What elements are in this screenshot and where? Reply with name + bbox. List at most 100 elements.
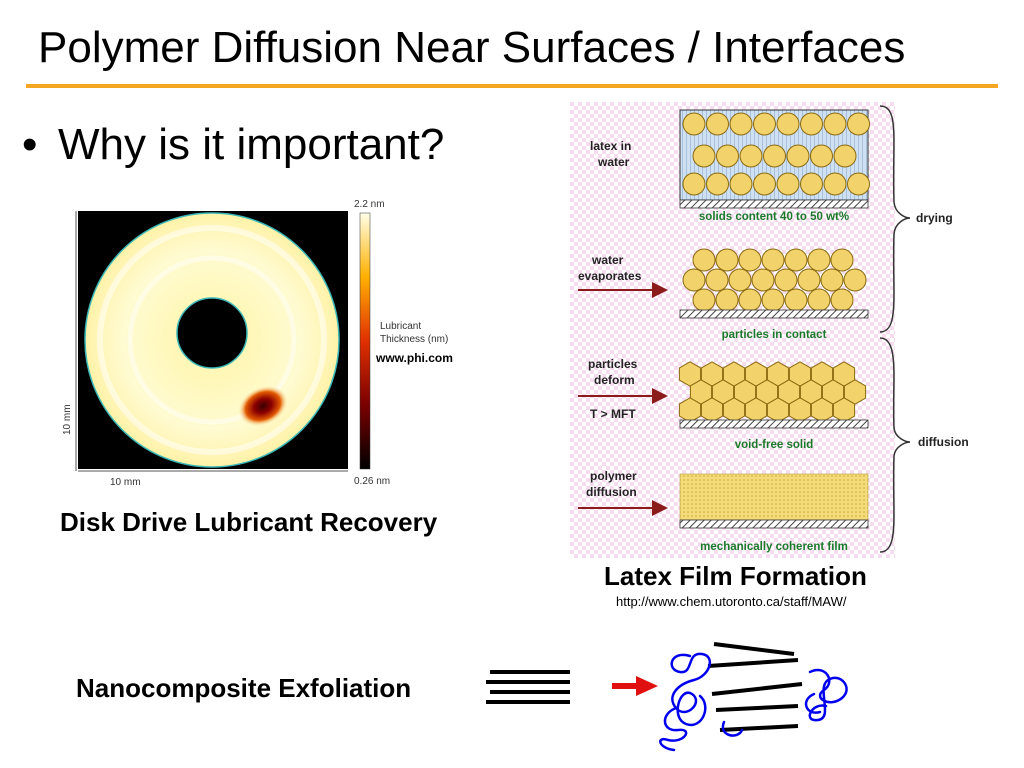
latex-particle bbox=[692, 144, 716, 168]
latex-particle bbox=[776, 112, 800, 136]
latex-particle bbox=[830, 248, 854, 272]
disk-caption: Disk Drive Lubricant Recovery bbox=[60, 507, 438, 537]
latex-particle bbox=[716, 144, 739, 168]
stage-4-label-line1: polymer bbox=[590, 469, 637, 483]
latex-particle bbox=[706, 112, 729, 136]
nano-caption: Nanocomposite Exfoliation bbox=[76, 673, 412, 703]
disk-ring-highlight bbox=[127, 255, 297, 425]
latex-particle bbox=[843, 268, 867, 292]
latex-particle bbox=[786, 144, 810, 168]
latex-particle bbox=[715, 248, 739, 272]
colorbar-label-line1: Lubricant bbox=[380, 321, 421, 332]
stage-3-bottom-label: void-free solid bbox=[735, 439, 814, 451]
colorbar bbox=[359, 212, 371, 470]
latex-caption: Latex Film Formation bbox=[604, 561, 867, 591]
latex-particle bbox=[807, 288, 831, 312]
latex-particle bbox=[738, 248, 762, 272]
latex-particle bbox=[715, 288, 739, 312]
latex-particle bbox=[830, 288, 854, 312]
stage-4-substrate bbox=[679, 519, 869, 529]
latex-particle bbox=[738, 288, 762, 312]
exfoliated-layers bbox=[707, 642, 803, 732]
disk-source-link: www.phi.com bbox=[376, 351, 453, 365]
colorbar-max: 2.2 nm bbox=[354, 199, 385, 210]
polymer-chains bbox=[659, 652, 848, 752]
stage-2-substrate bbox=[679, 309, 869, 319]
bullet-text: Why is it important? bbox=[58, 120, 445, 169]
latex-particle bbox=[692, 248, 716, 272]
stage-1-label-line1: latex in bbox=[590, 139, 631, 153]
latex-particle bbox=[682, 268, 706, 292]
bullet-item: • Why is it important? bbox=[22, 118, 444, 172]
disk-center-hole bbox=[176, 297, 248, 369]
stage-3-label-line1: particles bbox=[588, 357, 638, 371]
latex-source-url: http://www.chem.utoronto.ca/staff/MAW/ bbox=[616, 594, 847, 609]
latex-particle bbox=[739, 144, 763, 168]
latex-particle bbox=[692, 288, 716, 312]
diffusion-label: diffusion bbox=[918, 435, 969, 449]
stage-1-substrate bbox=[679, 199, 869, 209]
stage-3-label-line2: deform bbox=[594, 373, 635, 387]
drying-brace bbox=[879, 105, 911, 333]
latex-particle bbox=[751, 268, 775, 292]
stage-4-film bbox=[679, 473, 869, 521]
drying-label: drying bbox=[916, 211, 953, 225]
latex-particle bbox=[729, 172, 753, 196]
latex-particle bbox=[807, 248, 831, 272]
disk-lubricant-figure: 10 mm 10 mm 2.2 nm 0.26 nm Lubricant Thi… bbox=[62, 199, 448, 488]
latex-particle bbox=[847, 112, 870, 136]
stage-3-deformed-particles bbox=[678, 361, 867, 423]
red-arrow bbox=[612, 676, 658, 696]
bullet-symbol: • bbox=[22, 120, 38, 169]
latex-stage-1: latex in water solids content 40 to 50 w… bbox=[590, 109, 870, 223]
latex-particle bbox=[823, 172, 847, 196]
latex-particle bbox=[682, 172, 706, 196]
latex-particle bbox=[753, 172, 776, 196]
latex-particle bbox=[784, 248, 808, 272]
diffusion-brace bbox=[879, 337, 911, 553]
y-scale-label: 10 mm bbox=[62, 404, 73, 435]
stage-4-bottom-label: mechanically coherent film bbox=[700, 541, 848, 553]
latex-particle bbox=[800, 112, 823, 136]
latex-particle bbox=[833, 144, 857, 168]
stacked-clay-layers bbox=[486, 670, 570, 704]
latex-particle bbox=[847, 172, 870, 196]
latex-particle bbox=[776, 172, 800, 196]
latex-particle bbox=[705, 268, 729, 292]
latex-particle bbox=[763, 144, 786, 168]
latex-particle bbox=[810, 144, 833, 168]
latex-particle bbox=[823, 112, 847, 136]
latex-particle bbox=[706, 172, 729, 196]
latex-stage-4: polymer diffusion mechanically coherent … bbox=[578, 469, 869, 553]
latex-particle bbox=[820, 268, 844, 292]
latex-stage-3: particles deform T > MFT void-free solid bbox=[578, 357, 869, 451]
title-divider bbox=[26, 84, 998, 88]
nanocomposite-figure bbox=[486, 642, 848, 752]
stage-1-particles bbox=[682, 112, 870, 196]
stage-2-bottom-label: particles in contact bbox=[722, 329, 827, 341]
stage-3-label-line3: T > MFT bbox=[590, 407, 636, 421]
latex-particle bbox=[761, 288, 785, 312]
stage-3-substrate bbox=[679, 419, 869, 429]
disk-ring-highlight bbox=[97, 225, 327, 455]
latex-particle bbox=[784, 288, 808, 312]
disk-outline bbox=[84, 212, 340, 468]
latex-stage-2: water evaporates particles in contact bbox=[578, 248, 869, 341]
lubricant-depletion-spot bbox=[238, 385, 288, 427]
latex-particle bbox=[761, 248, 785, 272]
x-scale-label: 10 mm bbox=[110, 477, 141, 488]
stage-1-bottom-label: solids content 40 to 50 wt% bbox=[699, 211, 849, 223]
colorbar-label-line2: Thickness (nm) bbox=[380, 334, 448, 345]
latex-particle bbox=[682, 112, 706, 136]
stage-4-label-line2: diffusion bbox=[586, 485, 637, 499]
stage-2-particles bbox=[682, 248, 867, 312]
latex-particle bbox=[728, 268, 752, 292]
latex-particle bbox=[800, 172, 823, 196]
latex-particle bbox=[774, 268, 798, 292]
stage-2-label-line2: evaporates bbox=[578, 269, 642, 283]
stage-2-label-line1: water bbox=[591, 253, 624, 267]
latex-particle bbox=[797, 268, 821, 292]
latex-particle bbox=[729, 112, 753, 136]
colorbar-min: 0.26 nm bbox=[354, 476, 390, 487]
latex-particle bbox=[753, 112, 776, 136]
